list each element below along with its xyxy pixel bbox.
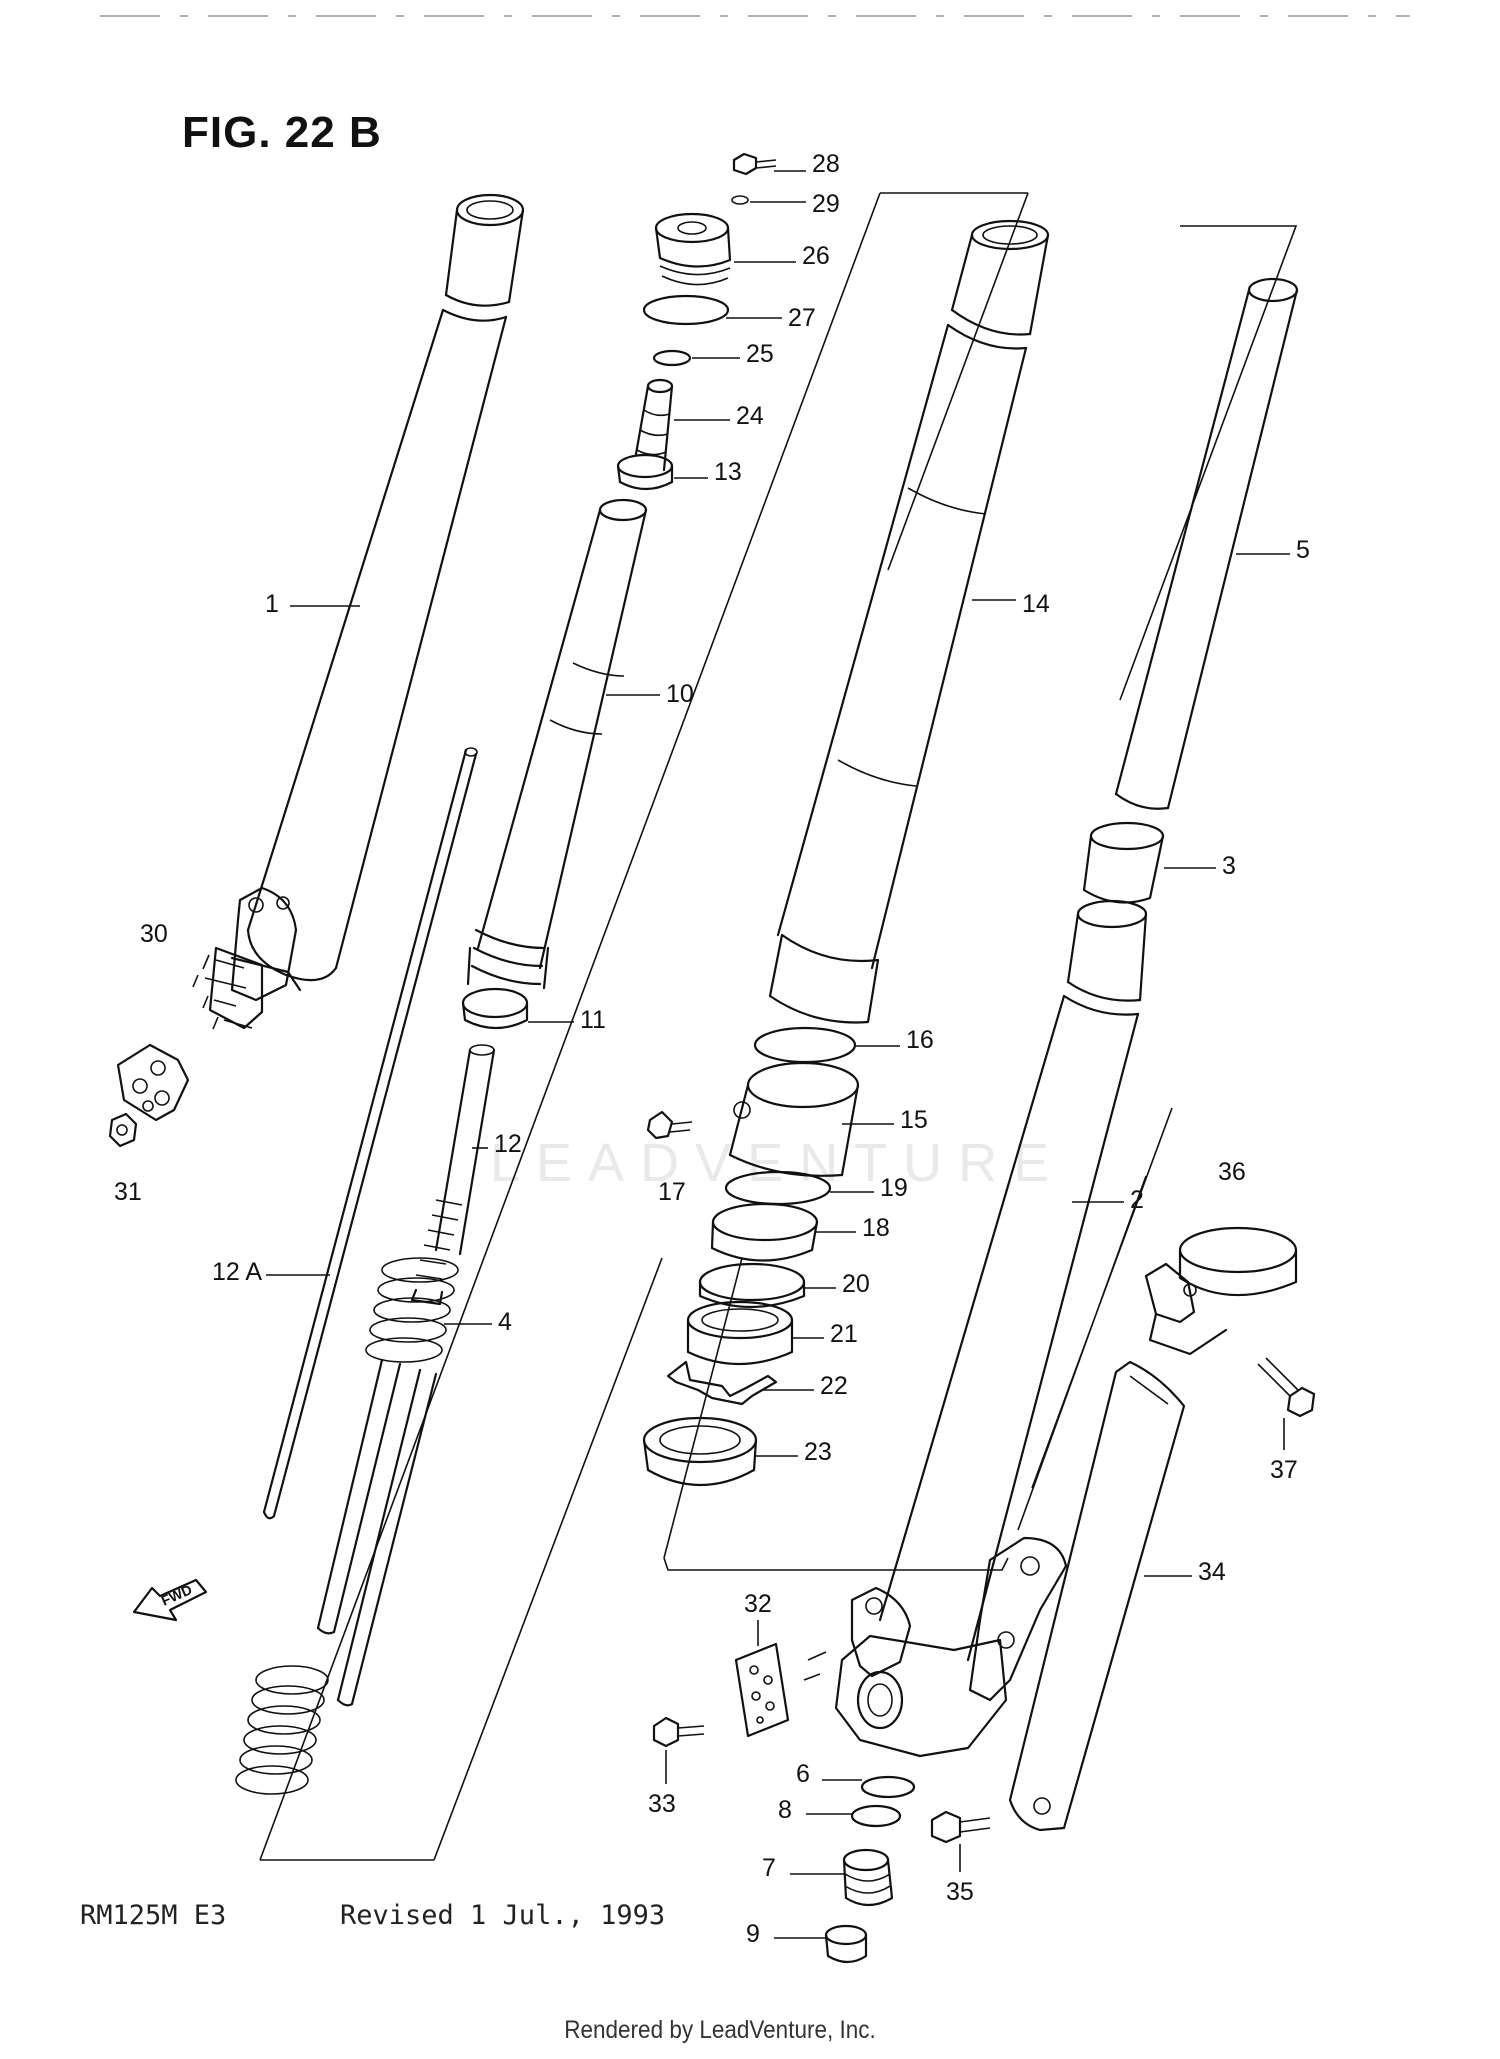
callout-number: 18 [862,1214,890,1242]
part-35-bolt [930,1810,991,1844]
callout-number: 31 [114,1178,142,1206]
part-8-washer [850,1804,902,1828]
callout-number: 12 A [212,1258,262,1286]
callout-number: 34 [1198,1558,1226,1586]
callout-number: 20 [842,1270,870,1298]
callout-number: 2 [1130,1186,1144,1214]
part-19-ring [724,1170,832,1206]
part-31-nut [108,1112,138,1148]
part-25-o-ring [652,349,692,367]
callout-number: 37 [1270,1456,1298,1484]
part-24-adjuster [634,378,674,472]
part-17-screw [646,1110,693,1140]
fwd-arrow-icon: FWD [132,1578,208,1622]
callout-number: 9 [746,1920,760,1948]
part-10-cartridge-tube [466,498,648,990]
part-13-nut [616,453,674,491]
part-14-outer-tube [768,219,1050,1024]
part-36-guide-clamp [1144,1226,1298,1356]
callout-number: 3 [1222,852,1236,880]
part-20-washer [698,1262,806,1309]
callout-number: 4 [498,1308,512,1336]
part-23-dust-seal [642,1416,758,1486]
part-21-oil-seal [686,1300,794,1366]
callout-number: 11 [580,1006,606,1034]
part-12-damper-rod [410,1044,496,1306]
part-12-rod-lower [316,1358,438,1707]
part-4-spring [365,1257,459,1363]
callout-number: 32 [744,1590,772,1618]
callout-number: 33 [648,1790,676,1818]
part-16-snap-ring [753,1026,857,1064]
callout-number: 28 [812,150,840,178]
callout-number: 29 [812,190,840,218]
part-34-fork-guard [1008,1360,1186,1832]
callout-number: 13 [714,458,742,486]
part-2-lower-tube [803,899,1148,1758]
callout-number: 27 [788,304,816,332]
figure-title: FIG. 22 B [182,108,382,157]
part-5-inner-tube [1114,225,1299,810]
callout-number: 21 [830,1320,858,1348]
part-9-cap [824,1924,868,1964]
callout-number: 26 [802,242,830,270]
part-7-plug [842,1848,894,1907]
part-11-ring [461,987,529,1030]
callout-number: 10 [666,680,694,708]
part-32-plate [734,1642,790,1738]
part-spring-lower [235,1665,329,1795]
render-credit: Rendered by LeadVenture, Inc. [564,2016,876,2044]
leader-lines [266,170,1290,1939]
watermark: LEADVENTURE [490,1133,1066,1193]
callout-number: 12 [494,1130,522,1158]
callout-number: 17 [658,1178,686,1206]
callout-number: 24 [736,402,764,430]
callout-number: 35 [946,1878,974,1906]
callout-number: 25 [746,340,774,368]
part-1-outer-tube [192,193,525,1030]
callout-number: 30 [140,920,168,948]
callout-number: 23 [804,1438,832,1466]
fwd-label: FWD [159,1581,195,1609]
part-28-bolt [732,152,777,176]
revision-note: Revised 1 Jul., 1993 [340,1900,666,1931]
part-22-stopper-ring [666,1360,778,1406]
part-26-cap-bolt [654,212,732,286]
part-27-o-ring [642,294,730,326]
part-37-bolt [1257,1357,1316,1418]
callout-number: 15 [900,1106,928,1134]
callout-number: 19 [880,1174,908,1202]
model-code: RM125M E3 [80,1900,227,1931]
callout-number: 7 [762,1854,776,1882]
part-6-o-ring [860,1775,916,1799]
callout-number: 16 [906,1026,934,1054]
part-30-clamp [116,1043,190,1122]
callout-number: 22 [820,1372,848,1400]
part-29-washer [731,195,749,205]
callout-number: 1 [265,590,279,618]
part-18-bushing [710,1202,819,1262]
group-frame-14 [259,192,1173,1861]
part-12a-rod [262,747,478,1520]
part-15-sleeve [728,1061,860,1177]
callout-number: 6 [796,1760,810,1788]
part-33-bolt [652,1716,705,1748]
part-3-slide-bushing [1082,821,1165,904]
callout-number: 5 [1296,536,1310,564]
callout-number: 8 [778,1796,792,1824]
callout-number: 36 [1218,1158,1246,1186]
callout-number: 14 [1022,590,1050,618]
